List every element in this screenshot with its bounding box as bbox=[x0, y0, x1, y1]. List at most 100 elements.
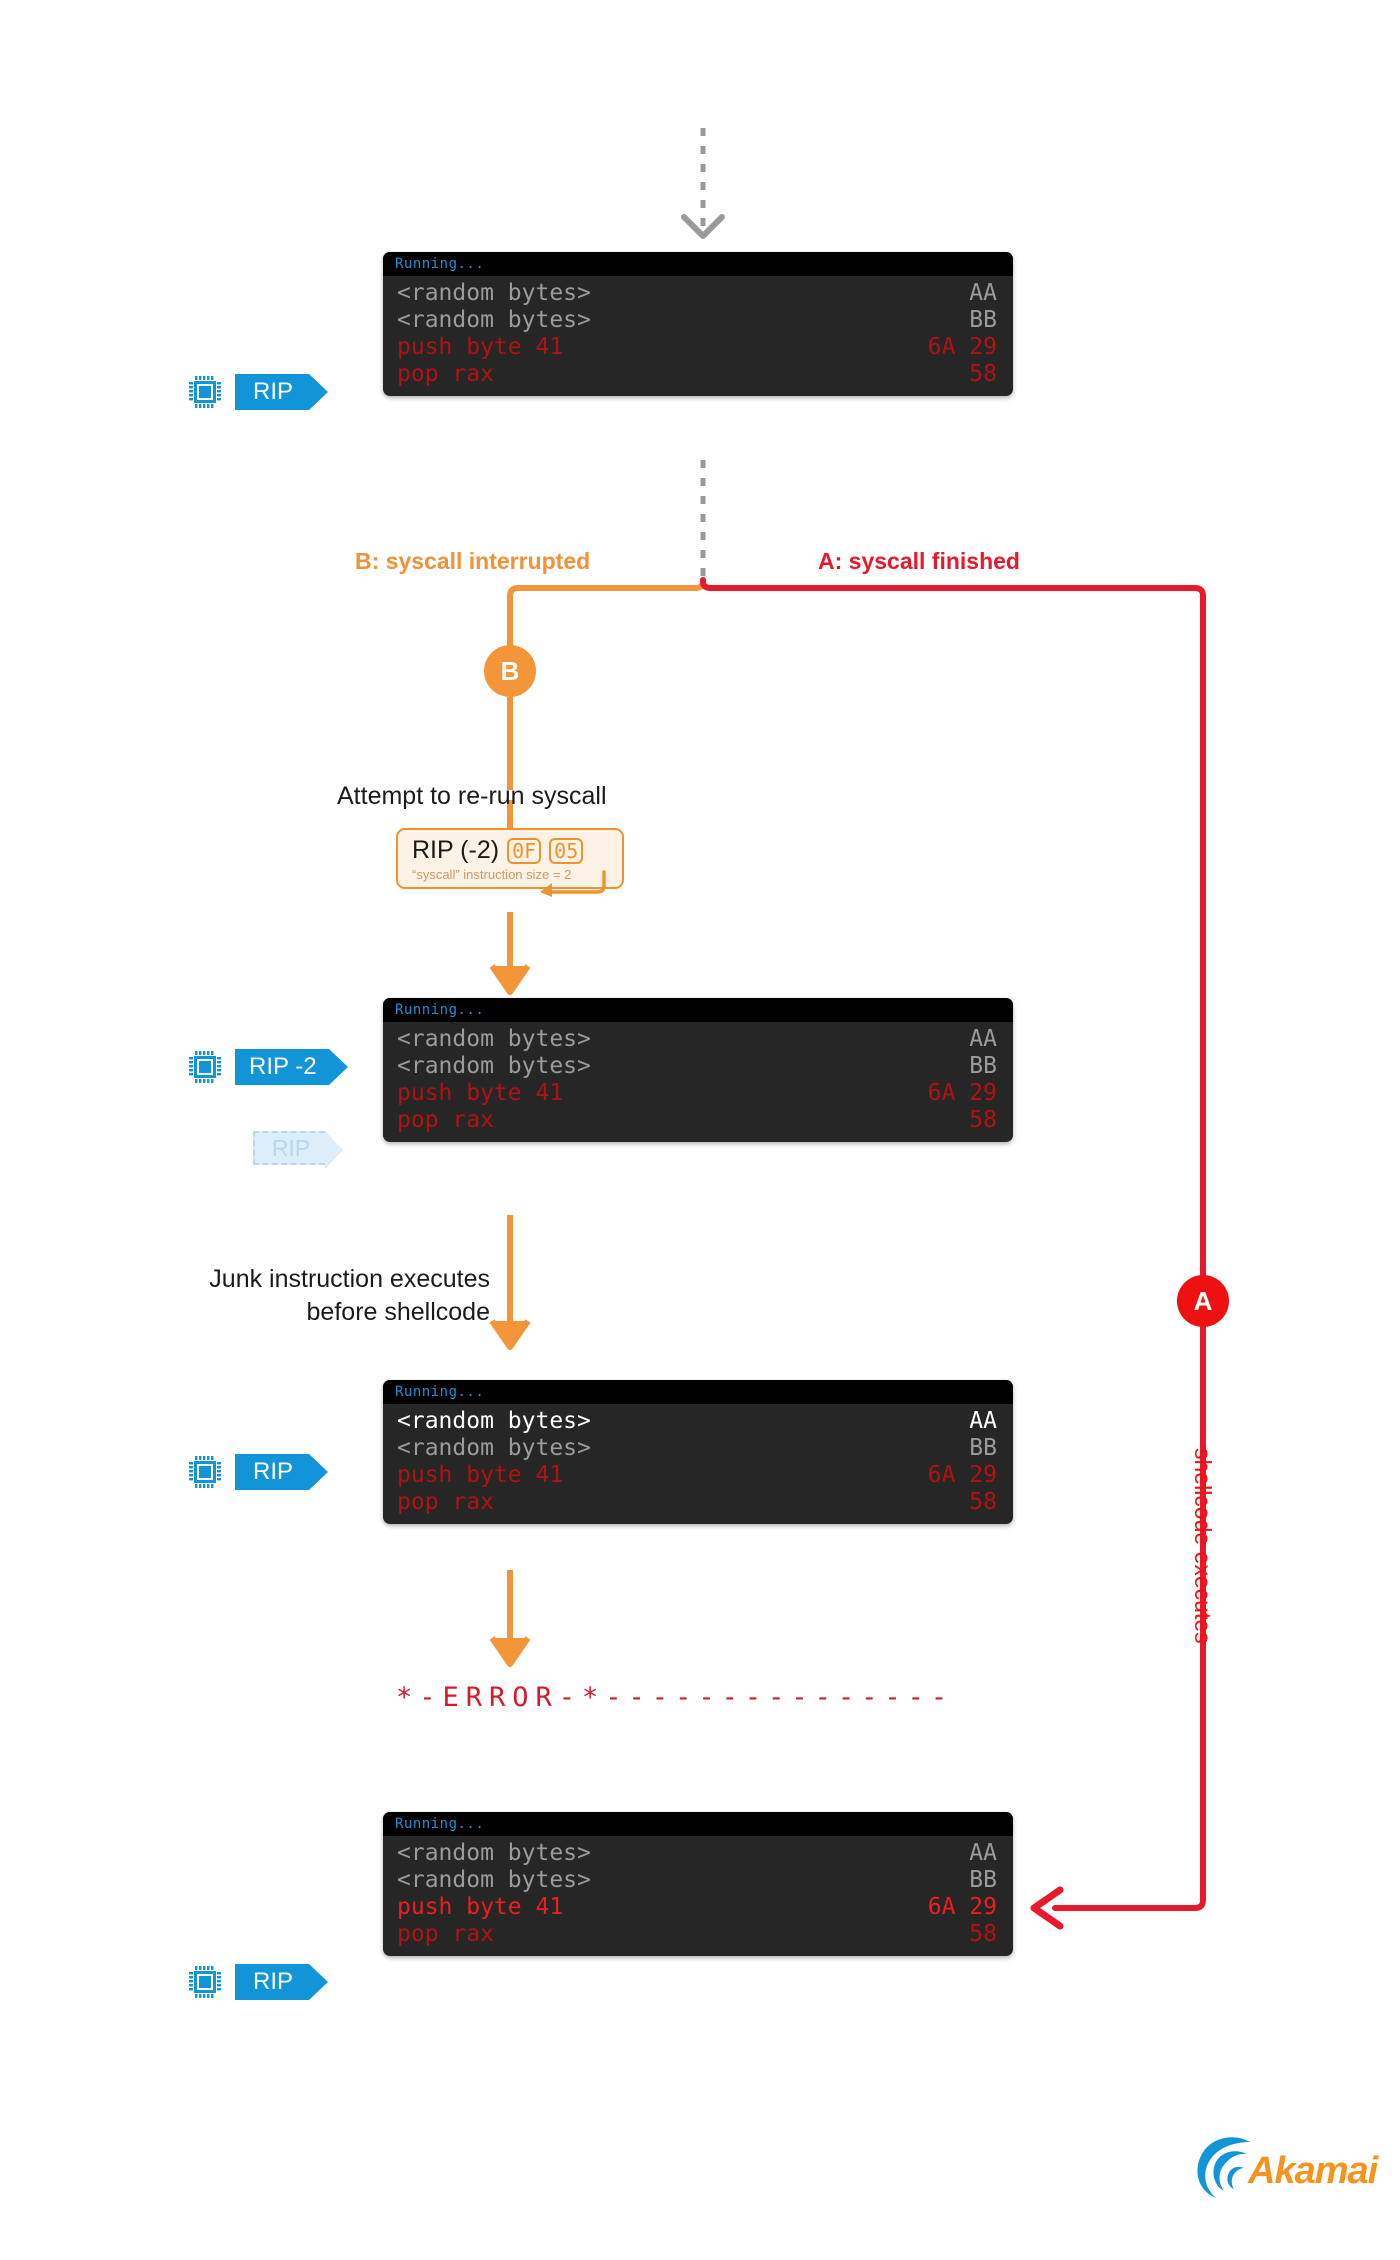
rip-marker-1[interactable]: RIP bbox=[188, 374, 328, 410]
code-bytes: 6A 29 bbox=[927, 1462, 997, 1488]
rip-marker-2-ghost: RIP bbox=[253, 1131, 343, 1169]
terminal-4-title: Running... bbox=[395, 1816, 485, 1832]
step-circle-b[interactable]: B bbox=[484, 645, 536, 697]
terminal-2-row-3: pop rax 58 bbox=[383, 1107, 1013, 1134]
terminal-1-row-2: push byte 41 6A 29 bbox=[383, 334, 1013, 361]
terminal-3-row-3: pop rax 58 bbox=[383, 1489, 1013, 1516]
terminal-2-titlebar: Running... bbox=[383, 998, 1013, 1022]
code-bytes: AA bbox=[969, 1840, 997, 1866]
terminal-4-row-1: <random bytes> BB bbox=[383, 1867, 1013, 1894]
label-shellcode-executes: shellcode executes bbox=[1190, 1448, 1216, 1644]
terminal-2-body: <random bytes> AA <random bytes> BB push… bbox=[383, 1022, 1013, 1142]
code-text: <random bytes> bbox=[397, 1053, 591, 1079]
terminal-1-row-3: pop rax 58 bbox=[383, 361, 1013, 388]
caption-attempt-rerun: Attempt to re-run syscall bbox=[337, 782, 607, 810]
terminal-1-title: Running... bbox=[395, 256, 485, 272]
red-arrowhead bbox=[1030, 1886, 1064, 1930]
opcode-byte-1: 0F bbox=[507, 837, 542, 864]
terminal-2-row-0: <random bytes> AA bbox=[383, 1026, 1013, 1053]
terminal-window-3[interactable]: Running... <random bytes> AA <random byt… bbox=[383, 1380, 1013, 1524]
code-bytes: BB bbox=[969, 1867, 997, 1893]
code-bytes: BB bbox=[969, 1435, 997, 1461]
code-text: <random bytes> bbox=[397, 1867, 591, 1893]
code-bytes: 58 bbox=[969, 361, 997, 387]
rip-marker-3[interactable]: RIP bbox=[188, 1454, 328, 1490]
terminal-1-row-0: <random bytes> AA bbox=[383, 280, 1013, 307]
code-text: push byte 41 bbox=[397, 1462, 564, 1488]
terminal-3-row-2: push byte 41 6A 29 bbox=[383, 1462, 1013, 1489]
terminal-1-titlebar: Running... bbox=[383, 252, 1013, 276]
rip-ghost-label: RIP bbox=[253, 1131, 343, 1169]
rip-box-note: “syscall” instruction size = 2 bbox=[412, 867, 572, 882]
rip-marker-4[interactable]: RIP bbox=[188, 1964, 328, 2000]
code-bytes: 6A 29 bbox=[927, 334, 997, 360]
rip-label-2: RIP -2 bbox=[235, 1049, 348, 1085]
akamai-wave-icon bbox=[1197, 2137, 1250, 2198]
code-bytes: AA bbox=[969, 1026, 997, 1052]
opcode-byte-2: 05 bbox=[549, 837, 584, 864]
rip-box-top-row: RIP (-2) 0F 05 bbox=[412, 836, 610, 865]
code-text: push byte 41 bbox=[397, 334, 564, 360]
orange-arrowhead-3 bbox=[489, 1636, 531, 1667]
code-bytes: 58 bbox=[969, 1921, 997, 1947]
rip-marker-2[interactable]: RIP -2 bbox=[188, 1049, 348, 1085]
caption-junk-instruction: Junk instruction executes before shellco… bbox=[120, 1263, 490, 1329]
code-text: <random bytes> bbox=[397, 307, 591, 333]
code-bytes: 58 bbox=[969, 1489, 997, 1515]
orange-branch-path bbox=[507, 577, 706, 648]
caption-junk-line-2: before shellcode bbox=[306, 1298, 490, 1326]
terminal-2-row-2: push byte 41 6A 29 bbox=[383, 1080, 1013, 1107]
orange-arrowhead-2 bbox=[489, 1319, 531, 1350]
code-text: <random bytes> bbox=[397, 1840, 591, 1866]
terminal-3-titlebar: Running... bbox=[383, 1380, 1013, 1404]
code-bytes: BB bbox=[969, 1053, 997, 1079]
terminal-window-1[interactable]: Running... <random bytes> AA <random byt… bbox=[383, 252, 1013, 396]
code-text: <random bytes> bbox=[397, 1408, 591, 1434]
terminal-4-row-0: <random bytes> AA bbox=[383, 1840, 1013, 1867]
rip-label-4: RIP bbox=[235, 1964, 328, 2000]
terminal-1-body: <random bytes> AA <random bytes> BB push… bbox=[383, 276, 1013, 396]
terminal-window-4[interactable]: Running... <random bytes> AA <random byt… bbox=[383, 1812, 1013, 1956]
code-bytes: BB bbox=[969, 307, 997, 333]
code-bytes: 6A 29 bbox=[927, 1080, 997, 1106]
cpu-chip-icon bbox=[189, 1456, 221, 1488]
terminal-4-row-3: pop rax 58 bbox=[383, 1921, 1013, 1948]
code-bytes: AA bbox=[969, 280, 997, 306]
code-text: <random bytes> bbox=[397, 1026, 591, 1052]
code-text: <random bytes> bbox=[397, 280, 591, 306]
terminal-4-body: <random bytes> AA <random bytes> BB push… bbox=[383, 1836, 1013, 1956]
terminal-2-row-1: <random bytes> BB bbox=[383, 1053, 1013, 1080]
top-arrowhead bbox=[681, 214, 725, 239]
code-bytes: 58 bbox=[969, 1107, 997, 1133]
error-line: *-ERROR-*--------------- bbox=[396, 1682, 955, 1713]
code-bytes: AA bbox=[969, 1408, 997, 1434]
code-text: pop rax bbox=[397, 361, 494, 387]
back-jump-arrow-icon bbox=[540, 870, 606, 897]
terminal-4-titlebar: Running... bbox=[383, 1812, 1013, 1836]
code-text: pop rax bbox=[397, 1107, 494, 1133]
code-text: push byte 41 bbox=[397, 1080, 564, 1106]
rip-label-3: RIP bbox=[235, 1454, 328, 1490]
branch-label-b: B: syscall interrupted bbox=[355, 548, 591, 574]
terminal-3-row-1: <random bytes> BB bbox=[383, 1435, 1013, 1462]
code-text: pop rax bbox=[397, 1921, 494, 1947]
branch-label-a: A: syscall finished bbox=[818, 548, 1020, 574]
terminal-1-row-1: <random bytes> BB bbox=[383, 307, 1013, 334]
terminal-3-row-0: <random bytes> AA bbox=[383, 1408, 1013, 1435]
terminal-2-title: Running... bbox=[395, 1002, 485, 1018]
code-text: pop rax bbox=[397, 1489, 494, 1515]
terminal-4-row-2: push byte 41 6A 29 bbox=[383, 1894, 1013, 1921]
code-bytes: 6A 29 bbox=[927, 1894, 997, 1920]
orange-arrowhead-1 bbox=[489, 964, 531, 995]
terminal-3-title: Running... bbox=[395, 1384, 485, 1400]
rip-minus-2-box[interactable]: RIP (-2) 0F 05 “syscall” instruction siz… bbox=[396, 828, 624, 897]
rip-box-title: RIP (-2) bbox=[412, 836, 500, 864]
cpu-chip-icon bbox=[189, 1966, 221, 1998]
akamai-logo: Akamai bbox=[1192, 2128, 1378, 2204]
cpu-chip-icon bbox=[189, 376, 221, 408]
terminal-window-2[interactable]: Running... <random bytes> AA <random byt… bbox=[383, 998, 1013, 1142]
code-text: push byte 41 bbox=[397, 1894, 564, 1920]
step-circle-a[interactable]: A bbox=[1177, 1275, 1229, 1327]
rip-label-1: RIP bbox=[235, 374, 328, 410]
terminal-3-body: <random bytes> AA <random bytes> BB push… bbox=[383, 1404, 1013, 1524]
